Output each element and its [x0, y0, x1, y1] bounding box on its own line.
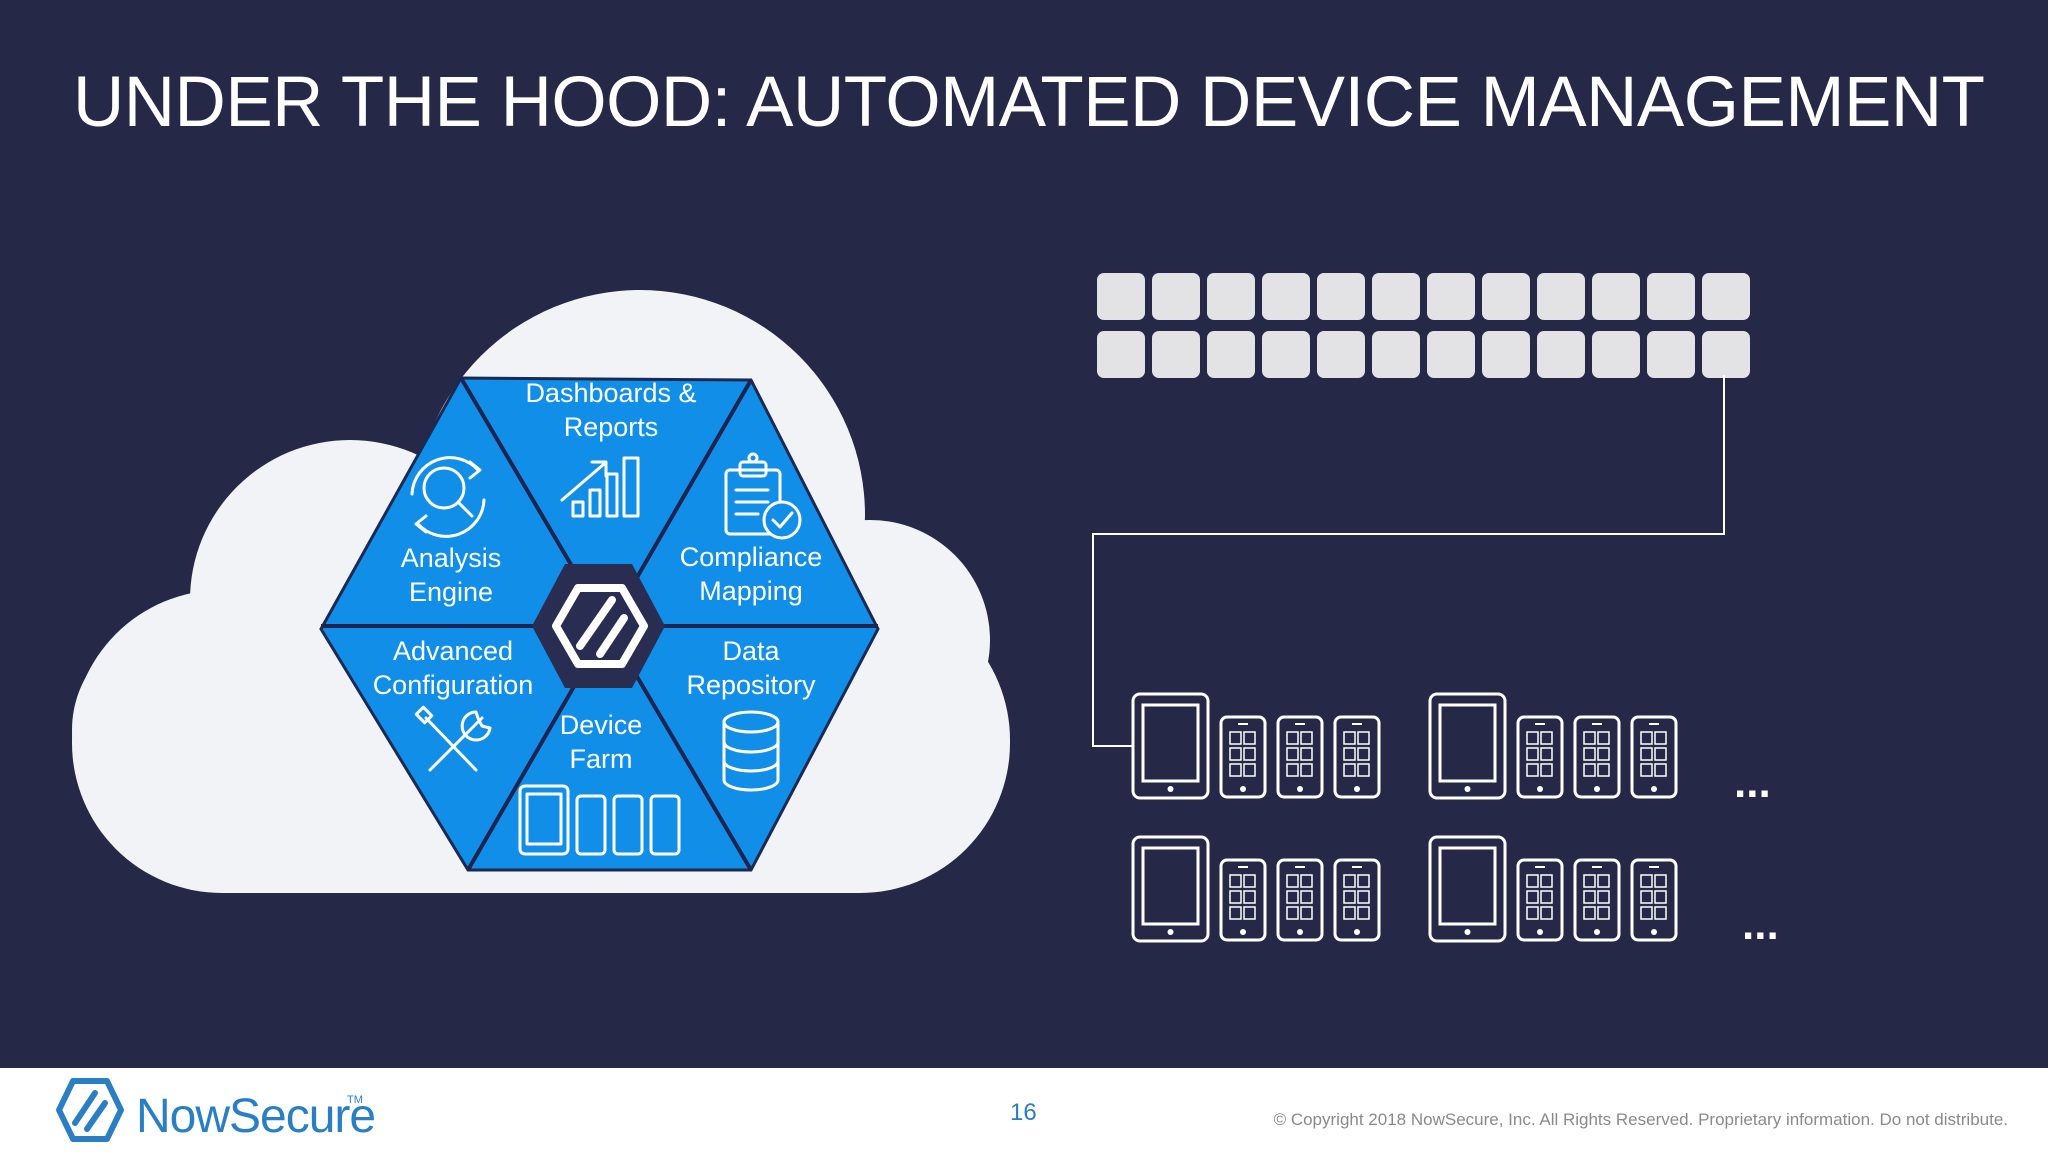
server-slot — [1537, 273, 1585, 320]
server-slot — [1097, 273, 1145, 320]
connector-line — [1092, 375, 1725, 747]
server-slot — [1262, 331, 1310, 378]
server-rack — [1097, 273, 1750, 378]
tablet-icon — [1131, 692, 1210, 800]
server-slot — [1482, 273, 1530, 320]
slide-title: UNDER THE HOOD: AUTOMATED DEVICE MANAGEM… — [73, 63, 1985, 142]
phone-icon — [1516, 715, 1564, 799]
bar-chart-icon — [560, 456, 640, 518]
phone-icon — [1219, 715, 1267, 799]
server-slot — [1537, 331, 1585, 378]
server-slot — [1372, 273, 1420, 320]
server-slot — [1702, 331, 1750, 378]
segment-label: Device — [560, 710, 643, 740]
server-slot — [1427, 331, 1475, 378]
server-slot — [1702, 273, 1750, 320]
tablet-icon — [1428, 692, 1507, 800]
segment-dashboards-reports: Dashboards & Reports — [525, 378, 697, 518]
server-slot — [1647, 273, 1695, 320]
segment-label: Dashboards & — [525, 378, 696, 408]
server-slot — [1592, 273, 1640, 320]
phone-icon — [1333, 858, 1381, 942]
magnifier-refresh-icon — [410, 456, 486, 538]
trademark-symbol: TM — [347, 1094, 363, 1106]
segment-label: Farm — [570, 744, 633, 774]
phone-icon — [1573, 715, 1621, 799]
segment-data-repository: Data Repository — [686, 636, 816, 792]
server-slot — [1097, 331, 1145, 378]
segment-compliance-mapping: Compliance Mapping — [680, 452, 823, 606]
tablet-icon — [1428, 835, 1507, 943]
phone-icon — [1630, 858, 1678, 942]
server-slot — [1207, 331, 1255, 378]
page-number: 16 — [1010, 1099, 1037, 1126]
server-slot — [1592, 331, 1640, 378]
architecture-diagram: Dashboards & Reports Analysis — [72, 273, 1779, 949]
copyright-notice: © Copyright 2018 NowSecure, Inc. All Rig… — [1273, 1110, 2008, 1129]
phone-icon — [1573, 858, 1621, 942]
server-slot — [1482, 331, 1530, 378]
ellipsis: ... — [1742, 900, 1779, 949]
server-slot — [1152, 273, 1200, 320]
nowsecure-logo-icon — [56, 1078, 124, 1142]
phone-icon — [1276, 858, 1324, 942]
phone-icon — [1630, 715, 1678, 799]
server-slot — [1317, 331, 1365, 378]
device-groups — [1131, 692, 1678, 943]
clipboard-check-icon — [724, 452, 802, 540]
slide: UNDER THE HOOD: AUTOMATED DEVICE MANAGEM… — [72, 63, 1985, 949]
brand-name: NowSecure — [136, 1090, 376, 1143]
footer — [0, 1068, 2048, 1152]
server-slot — [1372, 331, 1420, 378]
segment-analysis-engine: Analysis Engine — [401, 456, 502, 607]
server-slot — [1427, 273, 1475, 320]
server-slot — [1647, 331, 1695, 378]
tablet-icon — [1131, 835, 1210, 943]
devices-icon — [518, 784, 681, 856]
segment-label: Compliance — [680, 542, 823, 572]
phone-icon — [1516, 858, 1564, 942]
segment-label: Repository — [686, 670, 816, 700]
server-slot — [1152, 331, 1200, 378]
segment-label: Data — [722, 636, 780, 666]
phone-icon — [1333, 715, 1381, 799]
segment-device-farm: Device Farm — [518, 710, 681, 856]
segment-label: Mapping — [699, 576, 803, 606]
phone-icon — [1276, 715, 1324, 799]
segment-label: Reports — [564, 412, 659, 442]
segment-label: Advanced — [393, 636, 513, 666]
server-slot — [1262, 273, 1310, 320]
segment-label: Analysis — [401, 543, 502, 573]
wrench-screwdriver-icon — [414, 705, 492, 772]
server-slot — [1207, 273, 1255, 320]
segment-advanced-configuration: Advanced Configuration — [373, 636, 534, 772]
server-slot — [1317, 273, 1365, 320]
segment-label: Engine — [409, 577, 493, 607]
nowsecure-logo-icon — [552, 584, 648, 668]
phone-icon — [1219, 858, 1267, 942]
database-icon — [722, 710, 780, 792]
ellipsis: ... — [1734, 758, 1771, 807]
segment-label: Configuration — [373, 670, 534, 700]
